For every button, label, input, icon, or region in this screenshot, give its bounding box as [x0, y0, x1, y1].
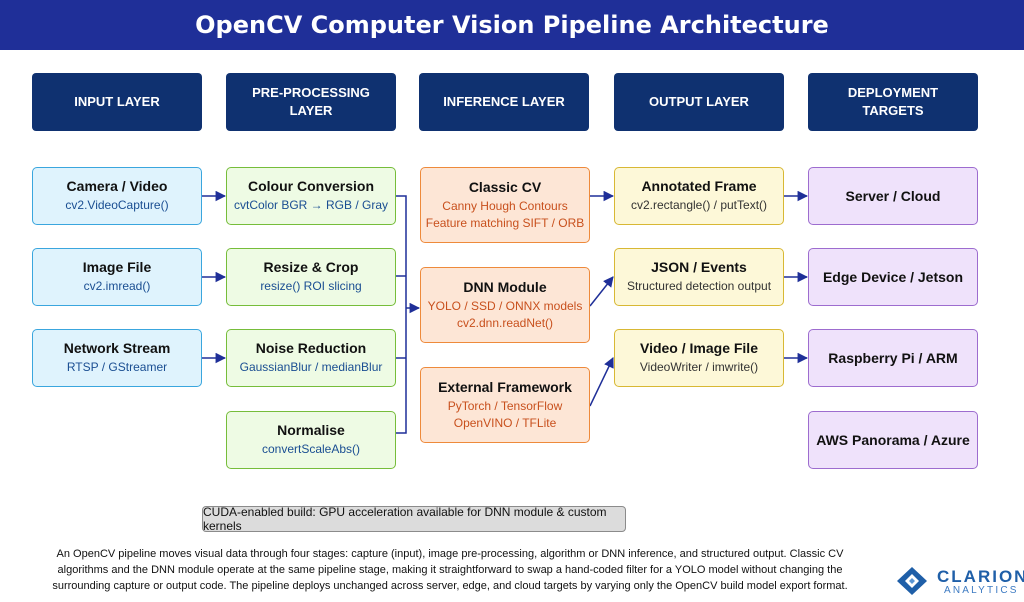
node-subtitle: cv2.VideoCapture()	[65, 198, 169, 212]
node-colour-conversion: Colour Conversion cvtColor BGR → RGB / G…	[226, 167, 396, 225]
title-banner: OpenCV Computer Vision Pipeline Architec…	[0, 0, 1024, 50]
page-title: OpenCV Computer Vision Pipeline Architec…	[195, 11, 829, 39]
node-video-image-file: Video / Image File VideoWriter / imwrite…	[614, 329, 784, 387]
cuda-note: CUDA-enabled build: GPU acceleration ava…	[202, 505, 626, 533]
node-title: Noise Reduction	[255, 340, 367, 356]
arrow-external-to-video	[589, 357, 614, 407]
logo-name: CLARION	[937, 567, 1024, 586]
header-preprocessing-layer: PRE-PROCESSING LAYER	[226, 73, 396, 131]
node-title: Network Stream	[63, 340, 171, 356]
header-input-layer: INPUT LAYER	[32, 73, 202, 131]
node-json-events: JSON / Events Structured detection outpu…	[614, 248, 784, 306]
node-title: Image File	[82, 259, 152, 275]
node-dnn-module: DNN Module YOLO / SSD / ONNX models cv2.…	[420, 267, 590, 343]
node-title: External Framework	[438, 378, 572, 395]
node-title: Colour Conversion	[247, 178, 374, 194]
node-subtitle: Structured detection output	[626, 279, 772, 293]
node-subtitle: convertScaleAbs()	[261, 442, 361, 456]
node-subtitle: YOLO / SSD / ONNX models cv2.dnn.readNet…	[427, 298, 583, 330]
node-network-stream: Network Stream RTSP / GStreamer	[32, 329, 202, 387]
node-resize-crop: Resize & Crop resize() ROI slicing	[226, 248, 396, 306]
node-aws-panorama-azure: AWS Panorama / Azure	[808, 411, 978, 469]
header-inference-layer: INFERENCE LAYER	[419, 73, 589, 131]
arrow-dnn-to-json	[589, 276, 614, 307]
node-title: AWS Panorama / Azure	[816, 432, 970, 448]
node-subtitle: cv2.rectangle() / putText()	[630, 198, 768, 212]
node-title: Server / Cloud	[845, 188, 941, 204]
header-output-layer: OUTPUT LAYER	[614, 73, 784, 131]
node-title: Resize & Crop	[263, 259, 359, 275]
node-camera-video: Camera / Video cv2.VideoCapture()	[32, 167, 202, 225]
node-title: Camera / Video	[66, 178, 168, 194]
node-edge-device-jetson: Edge Device / Jetson	[808, 248, 978, 306]
node-annotated-frame: Annotated Frame cv2.rectangle() / putTex…	[614, 167, 784, 225]
node-classic-cv: Classic CV Canny Hough Contours Feature …	[420, 167, 590, 243]
node-title: Edge Device / Jetson	[822, 269, 964, 285]
node-title: DNN Module	[463, 278, 547, 295]
node-subtitle: cv2.imread()	[83, 279, 151, 293]
node-subtitle: Canny Hough Contours Feature matching SI…	[425, 198, 585, 230]
node-raspberry-pi-arm: Raspberry Pi / ARM	[808, 329, 978, 387]
clarion-logo-icon	[897, 567, 927, 595]
node-title: Classic CV	[468, 178, 542, 195]
description-text: An OpenCV pipeline moves visual data thr…	[52, 548, 848, 592]
node-subtitle: cvtColor BGR → RGB / Gray	[233, 198, 389, 212]
node-normalise: Normalise convertScaleAbs()	[226, 411, 396, 469]
node-title: JSON / Events	[651, 259, 747, 275]
node-title: Normalise	[277, 422, 345, 438]
node-subtitle: PyTorch / TensorFlow OpenVINO / TFLite	[447, 398, 563, 430]
bracket-preprocessing	[395, 195, 407, 434]
node-title: Video / Image File	[639, 340, 758, 356]
node-external-framework: External Framework PyTorch / TensorFlow …	[420, 367, 590, 443]
node-subtitle: VideoWriter / imwrite()	[639, 360, 759, 374]
node-subtitle: RTSP / GStreamer	[66, 360, 168, 374]
node-image-file: Image File cv2.imread()	[32, 248, 202, 306]
node-subtitle: resize() ROI slicing	[260, 279, 362, 293]
logo-subtitle: ANALYTICS	[944, 585, 1019, 596]
node-noise-reduction: Noise Reduction GaussianBlur / medianBlu…	[226, 329, 396, 387]
node-server-cloud: Server / Cloud	[808, 167, 978, 225]
node-title: Raspberry Pi / ARM	[828, 350, 958, 366]
node-title: Annotated Frame	[641, 178, 757, 194]
node-subtitle: GaussianBlur / medianBlur	[239, 360, 383, 374]
header-deployment-targets: DEPLOYMENT TARGETS	[808, 73, 978, 131]
